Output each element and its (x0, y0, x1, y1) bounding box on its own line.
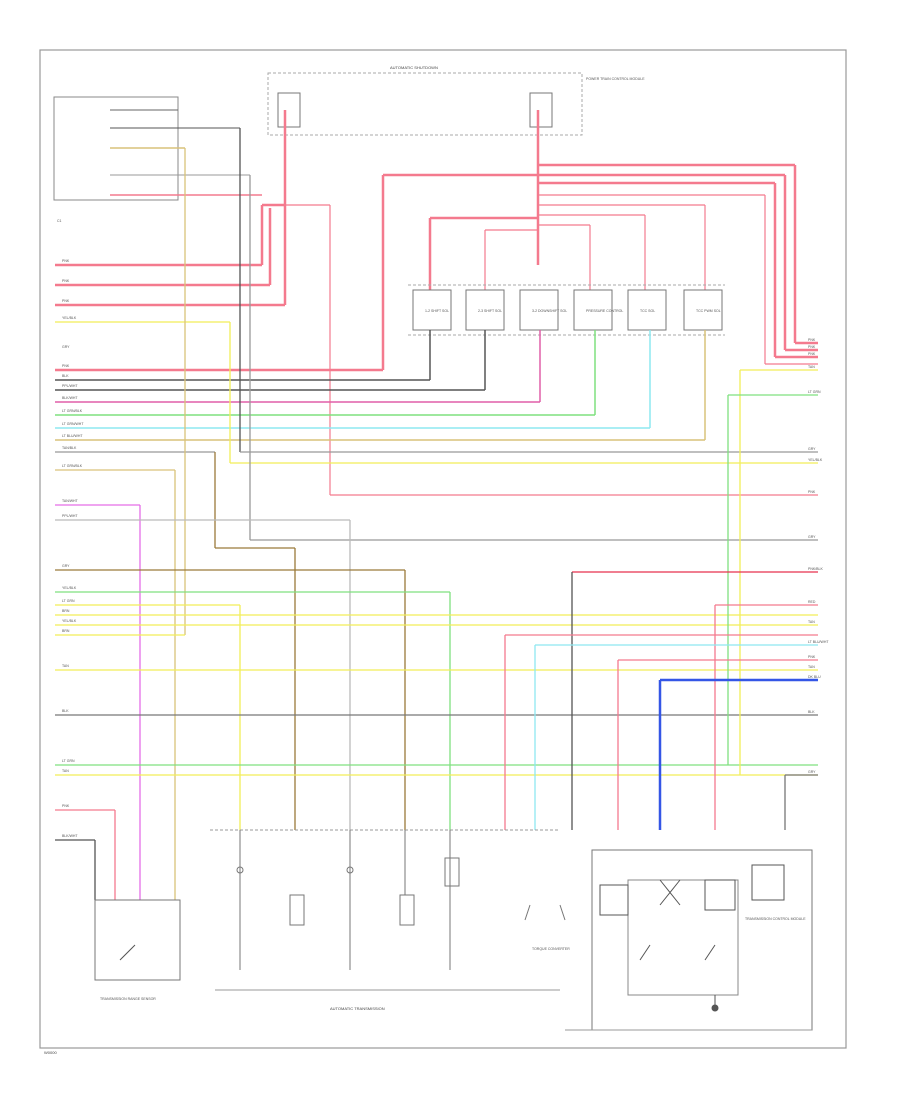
trans-sensor-2 (399, 894, 415, 926)
diagram-frame (39, 49, 847, 1049)
left-wire-label: YEL/BLK (62, 316, 77, 320)
right-wire-label: PNK/BLK (808, 567, 823, 571)
right-wire-label: PNK (808, 338, 816, 342)
sol-label-5: TCC SOL (640, 309, 655, 313)
bottom-left-module (94, 899, 181, 981)
trans-sensor-1 (289, 894, 305, 926)
solenoid-6 (683, 289, 723, 331)
solenoid-4 (573, 289, 613, 331)
auto-trans-label: AUTOMATIC TRANSMISSION (330, 1006, 385, 1011)
left-wire-label: LT GRN/WHT (62, 422, 84, 426)
left-wire-label: PNK (62, 804, 70, 808)
tcc-label: TORQUE CONVERTER (532, 947, 570, 951)
footer-code: W0000 (44, 1050, 57, 1055)
left-wire-label: TAN/WHT (62, 499, 79, 503)
right-wire-label: YEL/BLK (808, 458, 823, 462)
sol-label-1: 1-2 SHIFT SOL (425, 309, 449, 313)
left-wire-label: LT GRN/BLK (62, 409, 83, 413)
left-wire-label: TAN (62, 664, 69, 668)
left-wire-label: LT GRN (62, 599, 75, 603)
left-wire-label: PNK (62, 364, 70, 368)
left-wire-label: GRY (62, 345, 70, 349)
left-wire-label: BLK (62, 374, 69, 378)
right-wire-label: PNK (808, 655, 816, 659)
fuse-block-title: AUTOMATIC SHUTDOWN (390, 65, 438, 70)
left-wire-label: LT GRN/BLK (62, 464, 83, 468)
right-wire-label: TAN (808, 365, 815, 369)
right-wire-label: GRY (808, 447, 816, 451)
left-wire-label: BLK/WHT (62, 834, 78, 838)
left-wire-label: LT GRN (62, 759, 75, 763)
fuse-2 (529, 92, 553, 128)
sol-label-2: 2-3 SHIFT SOL (478, 309, 502, 313)
left-wire-label: BRN (62, 629, 70, 633)
right-wire-label: DK BLU (808, 675, 821, 679)
left-wire-label: BRN (62, 609, 70, 613)
solenoid-1 (412, 289, 452, 331)
left-wire-label: BLK/WHT (62, 396, 78, 400)
left-module-label: C1 (57, 219, 62, 223)
right-wire-label: PNK (808, 490, 816, 494)
right-wire-label: TAN (808, 665, 815, 669)
left-wire-label: PNK (62, 259, 70, 263)
left-wire-label: PNK (62, 299, 70, 303)
right-wire-label: GRY (808, 770, 816, 774)
left-wire-label: YEL/BLK (62, 586, 77, 590)
solenoid-3 (519, 289, 559, 331)
right-wire-label: GRY (808, 535, 816, 539)
right-module (591, 849, 813, 1031)
solenoid-5 (627, 289, 667, 331)
left-wire-label: LT BLU/WHT (62, 434, 83, 438)
trans-sensor-3 (444, 857, 460, 887)
fuse-block-outline (267, 72, 583, 136)
sol-label-6: TCC PWM SOL (696, 309, 721, 313)
bottom-left-label: TRANSMISSION RANGE SENSOR (100, 997, 156, 1001)
left-wire-label: PPL/WHT (62, 514, 78, 518)
right-wire-label: LT GRN (808, 390, 821, 394)
right-wire-label: BLK (808, 710, 815, 714)
right-wire-label: PNK (808, 345, 816, 349)
left-wire-label: PPL/WHT (62, 384, 78, 388)
right-module-label: TRANSMISSION CONTROL MODULE (745, 917, 806, 921)
left-wire-label: PNK (62, 279, 70, 283)
relay-box-title: POWER TRAIN CONTROL MODULE (586, 77, 645, 81)
right-wire-label: PNK (808, 352, 816, 356)
sol-label-3: 3-2 DOWNSHIFT SOL (532, 309, 567, 313)
left-wire-label: GRY (62, 564, 70, 568)
left-wire-label: YEL/BLK (62, 619, 77, 623)
right-wire-label: RED (808, 600, 816, 604)
left-wire-label: TAN (62, 769, 69, 773)
left-wire-label: BLK (62, 709, 69, 713)
sol-label-4: PRESSURE CONTROL (586, 309, 623, 313)
left-wire-label: TAN/BLK (62, 446, 77, 450)
right-submodule (627, 879, 739, 996)
fuse-1 (277, 92, 301, 128)
right-wire-label: TAN (808, 620, 815, 624)
right-wire-label: LT BLU/WHT (808, 640, 829, 644)
